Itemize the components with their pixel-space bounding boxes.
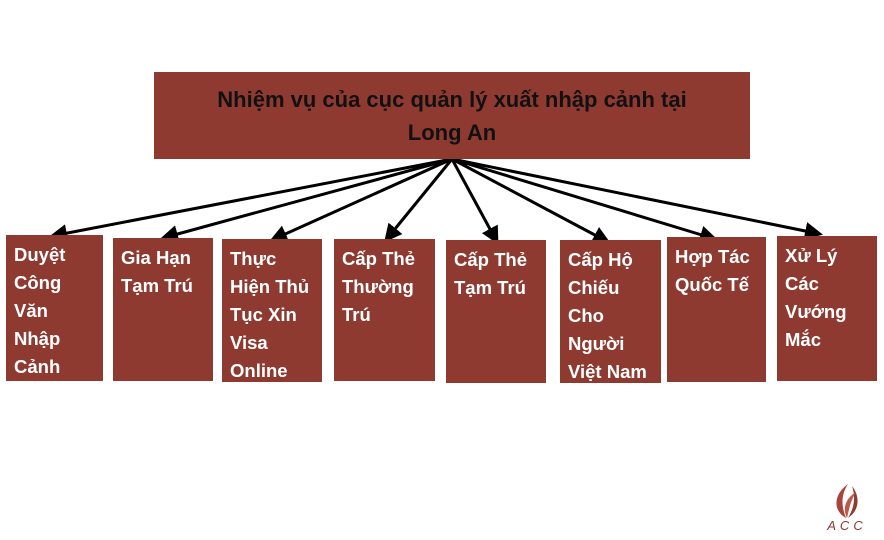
arrow-1 [49,157,453,243]
arrow-5 [450,158,499,245]
child-node-5: Cấp Thẻ Tạm Trú [446,240,546,383]
child-node-8: Xử Lý Các Vướng Mắc [777,236,877,381]
arrow-3 [269,157,453,243]
child-node-7: Hợp Tác Quốc Tế [667,237,766,382]
arrow-6 [451,157,611,244]
acc-logo-icon [836,484,858,518]
arrow-4 [384,158,454,243]
arrow-8 [451,157,823,240]
logo-text: ACC [827,518,867,533]
root-title: Nhiệm vụ của cục quản lý xuất nhập cảnh … [217,86,687,145]
arrow-7 [451,157,718,244]
child-node-3: Thực Hiện Thủ Tục Xin Visa Online [222,239,322,382]
child-node-2: Gia Hạn Tạm Trú [113,238,213,381]
root-node: Nhiệm vụ của cục quản lý xuất nhập cảnh … [154,72,750,159]
child-node-6: Cấp Hộ Chiếu Cho Người Việt Nam [560,240,661,383]
child-node-4: Cấp Thẻ Thường Trú [334,239,435,381]
child-node-1: Duyệt Công Văn Nhập Cảnh [6,235,103,381]
arrow-2 [160,157,453,243]
